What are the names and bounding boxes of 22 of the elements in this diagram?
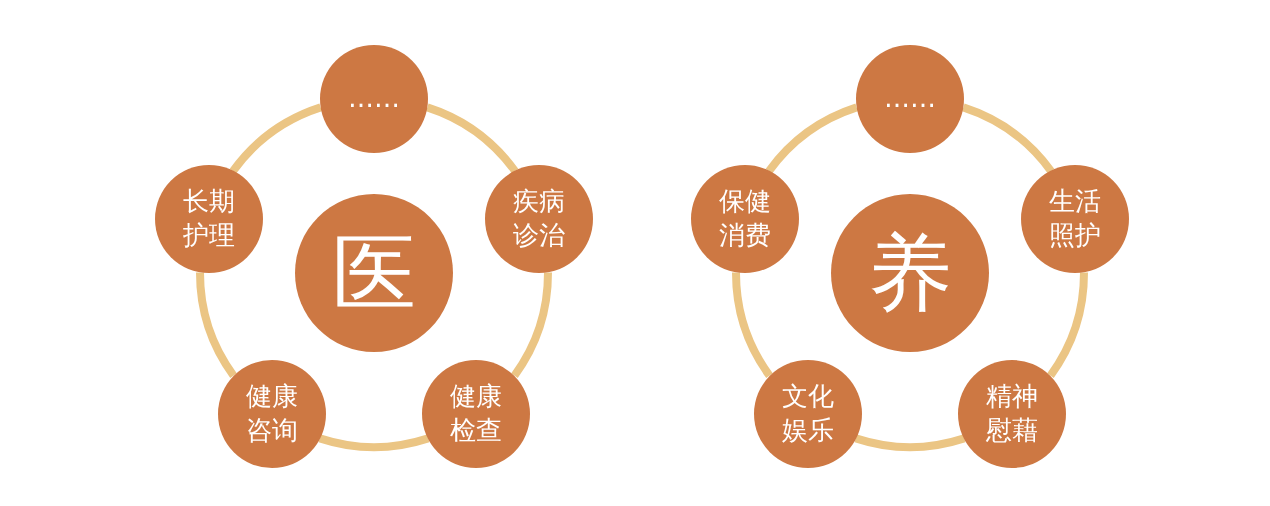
- circle-label: 长期护理: [181, 185, 236, 253]
- circle-label: 保健消费: [717, 185, 772, 253]
- circle-label: 健康咨询: [244, 379, 299, 447]
- circle-label: ……: [347, 82, 401, 116]
- ring-arc: [318, 434, 430, 451]
- ring-arc: [765, 103, 859, 174]
- ring-arc: [229, 103, 323, 174]
- center-character: 养: [868, 231, 952, 315]
- ring-arc: [425, 103, 519, 174]
- circle-label: 疾病诊治: [512, 185, 567, 253]
- ring-arc: [732, 272, 773, 378]
- ring-arc: [511, 272, 552, 378]
- circle-label: 精神慰藉: [985, 379, 1040, 447]
- circle-label: 健康检查: [449, 379, 504, 447]
- ring-arc: [196, 272, 237, 378]
- ring-arc: [1047, 272, 1088, 378]
- ring-arc: [854, 434, 966, 451]
- ring-arc: [961, 103, 1055, 174]
- center-character: 医: [332, 231, 416, 315]
- circle-label: 生活照护: [1048, 185, 1103, 253]
- circle-label: ……: [883, 82, 937, 116]
- circle-label: 文化娱乐: [780, 379, 835, 447]
